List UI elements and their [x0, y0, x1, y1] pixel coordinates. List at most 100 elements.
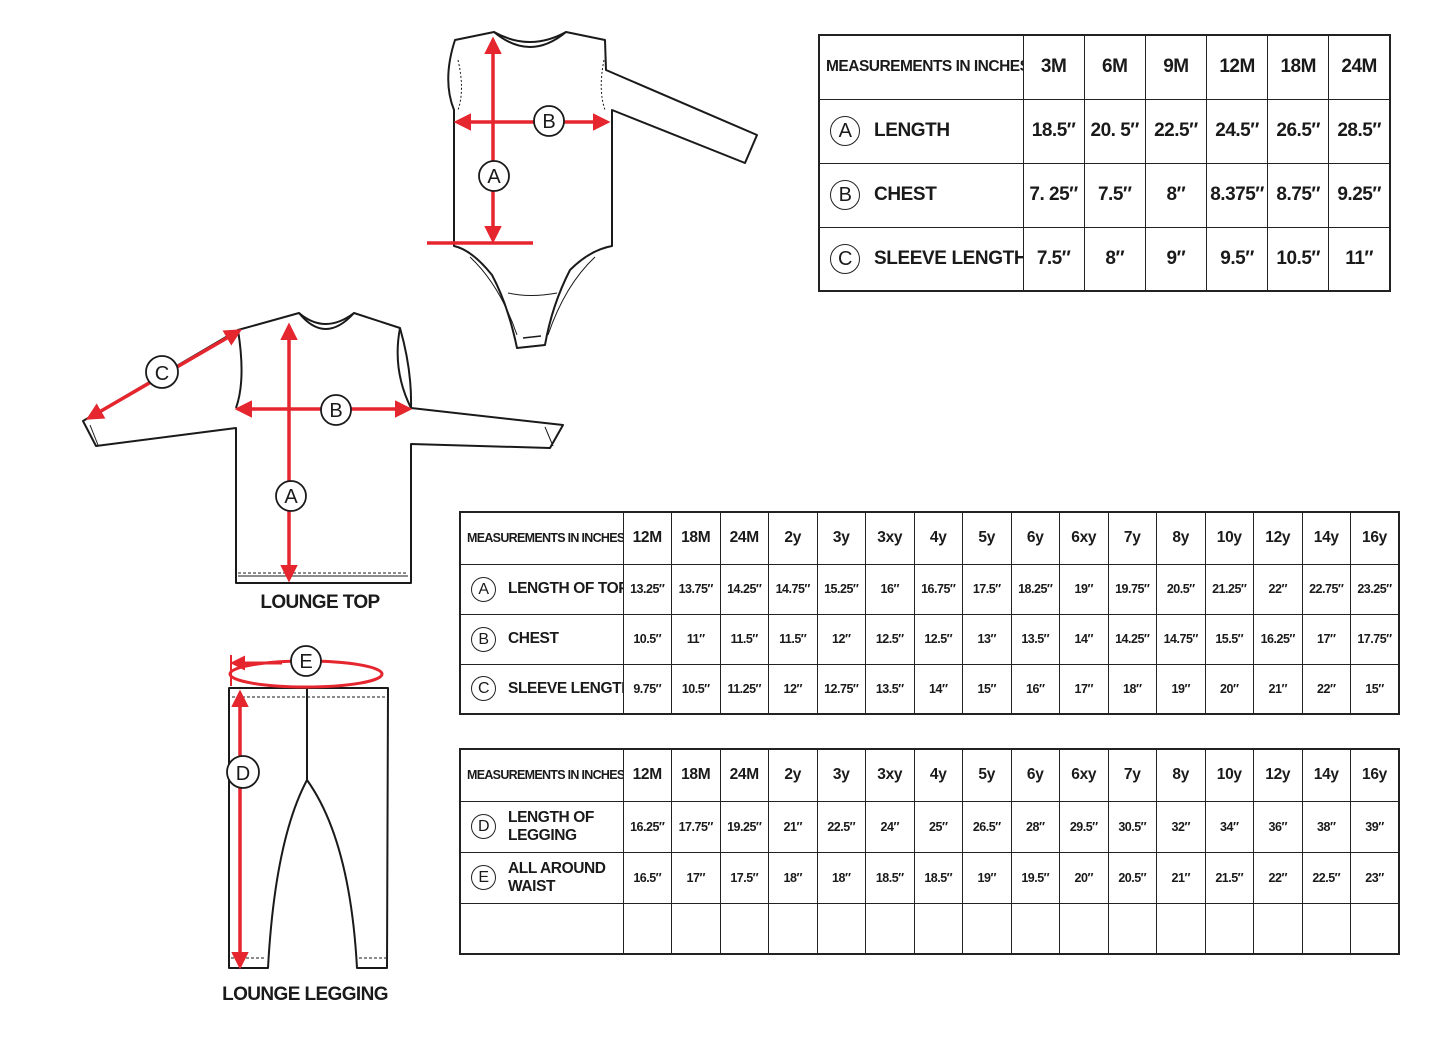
size-header: 18M — [1267, 34, 1330, 100]
size-header: 6y — [1010, 748, 1060, 802]
measurement-value: 16″ — [1010, 663, 1060, 715]
measurement-value: 9.75″ — [622, 663, 672, 715]
bodysuit-marker-a-label: A — [487, 166, 501, 188]
measurement-value: 15.5″ — [1204, 613, 1254, 665]
measurement-value: 20.5″ — [1107, 851, 1157, 904]
measurement-value: 10.5″ — [622, 613, 672, 665]
lounge-top-marker-c: C — [145, 355, 179, 389]
measurement-value: 16.75″ — [913, 563, 963, 615]
measurement-value: 25″ — [913, 800, 963, 853]
size-header: 8y — [1156, 511, 1206, 565]
measurement-value: 12.5″ — [913, 613, 963, 665]
measurement-value: 20″ — [1059, 851, 1109, 904]
size-header: 24M — [719, 511, 769, 565]
measurement-value: 38″ — [1301, 800, 1351, 853]
measurement-value: 18.25″ — [1010, 563, 1060, 615]
size-header: 10y — [1204, 511, 1254, 565]
size-header: 16y — [1350, 748, 1400, 802]
measurement-value: 13.5″ — [1010, 613, 1060, 665]
size-header: 3y — [816, 511, 866, 565]
measurement-value: 14″ — [913, 663, 963, 715]
measurement-value: 14.25″ — [719, 563, 769, 615]
size-header: 2y — [768, 511, 818, 565]
measurement-value: 18.5″ — [1022, 98, 1085, 164]
measurement-value: 14.25″ — [1107, 613, 1157, 665]
size-header: 12M — [622, 748, 672, 802]
empty-cell — [622, 902, 672, 955]
size-header: 6y — [1010, 511, 1060, 565]
size-header: 7y — [1107, 511, 1157, 565]
measurement-value: 17.75″ — [671, 800, 721, 853]
measurement-value: 11.25″ — [719, 663, 769, 715]
svg-text:A: A — [284, 486, 298, 508]
measurement-value: 8.375″ — [1205, 162, 1269, 228]
empty-cell — [1156, 902, 1206, 955]
empty-cell — [913, 902, 963, 955]
measurement-label-cell: DLENGTH OF LEGGING — [459, 800, 624, 853]
measurement-value: 28.5″ — [1328, 98, 1391, 164]
empty-row — [459, 902, 1400, 955]
measurement-value: 17″ — [1301, 613, 1351, 665]
measurement-value: 7.5″ — [1022, 226, 1085, 292]
measurement-value: 21.5″ — [1204, 851, 1254, 904]
measurement-value: 9.5″ — [1205, 226, 1269, 292]
size-header: 14y — [1301, 511, 1351, 565]
measurement-value: 17″ — [671, 851, 721, 904]
size-header: 3y — [816, 748, 866, 802]
measurement-value: 17.75″ — [1350, 613, 1400, 665]
measurement-value: 32″ — [1156, 800, 1206, 853]
measurement-marker: A — [471, 576, 496, 602]
svg-text:D: D — [236, 763, 250, 785]
measurement-value: 36″ — [1253, 800, 1303, 853]
measurement-value: 11.5″ — [719, 613, 769, 665]
size-header: 12y — [1253, 511, 1303, 565]
measurement-value: 22″ — [1253, 851, 1303, 904]
size-header: 6xy — [1059, 748, 1109, 802]
measurement-value: 18″ — [816, 851, 866, 904]
size-header: 5y — [962, 748, 1012, 802]
measurement-value: 26.5″ — [1267, 98, 1330, 164]
measurement-value: 11″ — [1328, 226, 1391, 292]
measurement-value: 11.5″ — [768, 613, 818, 665]
size-header: 16y — [1350, 511, 1400, 565]
measurement-value: 12.75″ — [816, 663, 866, 715]
size-header: 9M — [1144, 34, 1207, 100]
measurement-value: 16.25″ — [622, 800, 672, 853]
empty-cell — [719, 902, 769, 955]
bodysuit-measure-arrows — [427, 36, 611, 245]
empty-cell — [459, 902, 624, 955]
size-header: 2y — [768, 748, 818, 802]
measurement-value: 21.25″ — [1204, 563, 1254, 615]
measurement-value: 19.5″ — [1010, 851, 1060, 904]
size-header: 8y — [1156, 748, 1206, 802]
measurement-label: LENGTH — [874, 120, 950, 141]
measurement-value: 12″ — [768, 663, 818, 715]
measurement-value: 16.5″ — [622, 851, 672, 904]
size-header: 3xy — [865, 511, 915, 565]
measurement-value: 12″ — [816, 613, 866, 665]
size-header: 14y — [1301, 748, 1351, 802]
measurement-marker: C — [471, 676, 496, 702]
measurement-value: 23″ — [1350, 851, 1400, 904]
measurement-value: 19.25″ — [719, 800, 769, 853]
size-header: 10y — [1204, 748, 1254, 802]
measurement-value: 8″ — [1144, 162, 1207, 228]
measurement-value: 20. 5″ — [1083, 98, 1146, 164]
bodysuit-marker-b-label: B — [542, 111, 555, 133]
measurement-label: LENGTH OF TOP — [508, 580, 623, 597]
measurement-value: 22″ — [1301, 663, 1351, 715]
measurement-value: 20″ — [1204, 663, 1254, 715]
size-header: 12M — [1205, 34, 1269, 100]
empty-cell — [1301, 902, 1351, 955]
measurement-value: 21″ — [1156, 851, 1206, 904]
size-header: 4y — [913, 748, 963, 802]
empty-cell — [1350, 902, 1400, 955]
